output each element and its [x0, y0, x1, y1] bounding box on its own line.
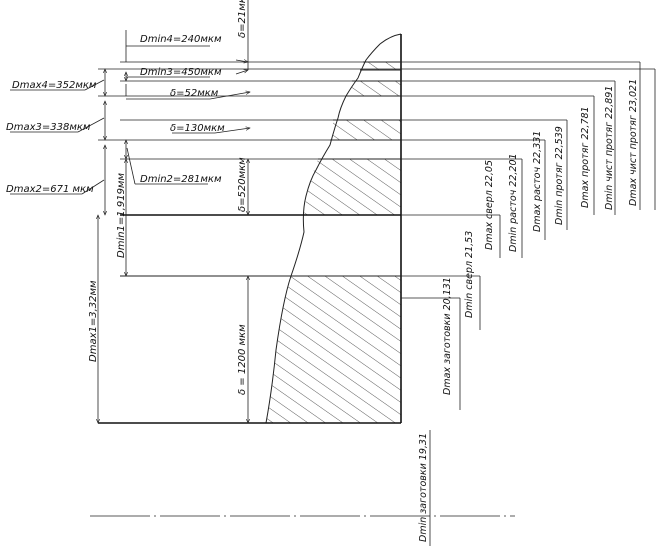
zone-chist-protyag	[363, 62, 401, 70]
label-dmax-chist-protyag: Dmax чист протяг 23,021	[628, 79, 639, 206]
label-dmin-rastoch: Dmin расточ 22,201	[508, 153, 519, 252]
zone-zagotovka	[266, 276, 401, 423]
vertical-dimensions	[98, 0, 248, 423]
label-delta130: δ=130мкм	[170, 123, 225, 134]
label-dmin3: Dmin3=450мкм	[140, 67, 222, 78]
label-dmin-sverl: Dmin сверл 21,53	[464, 231, 475, 318]
label-dmax-sverl: Dmax сверл 22,05	[484, 160, 495, 250]
label-dmin-chist-protyag: Dmin чист протяг 22,891	[604, 86, 615, 210]
label-dmin2: Dmin2=281мкм	[140, 174, 222, 185]
zone-rastoch	[333, 120, 401, 140]
label-dmin1: Dmin1=1,919мм	[116, 173, 127, 258]
extension-lines	[98, 61, 655, 299]
leader-lines	[10, 45, 250, 195]
label-delta52: δ=52мкм	[170, 88, 219, 99]
label-dmax-protyag: Dmax протяг 22,781	[580, 106, 591, 208]
label-dmax3: Dmax3=338мкм	[6, 122, 91, 133]
label-dmin4: Dmin4=240мкм	[140, 34, 222, 45]
label-dmax2: Dmax2=671 мкм	[6, 184, 94, 195]
label-dmax-zagotovki: Dmax заготовки 20,131	[442, 277, 453, 395]
label-delta520: δ=520мкм	[237, 157, 248, 212]
label-delta21: δ=21мкм	[237, 0, 248, 38]
label-dmin-zagotovki: Dmin заготовки 19,31	[418, 433, 429, 542]
label-dmax4: Dmax4=352мкм	[12, 80, 97, 91]
label-dmax-rastoch: Dmax расточ 22,331	[532, 131, 543, 232]
label-dmin-protyag: Dmin протяг 22,539	[554, 126, 565, 225]
label-dmax1: Dmax1=3,32мм	[88, 280, 99, 362]
zone-protyag	[352, 81, 401, 96]
zone-sverl	[304, 159, 401, 215]
label-delta1200: δ = 1200 мкм	[237, 324, 248, 395]
right-leaders	[429, 62, 656, 546]
